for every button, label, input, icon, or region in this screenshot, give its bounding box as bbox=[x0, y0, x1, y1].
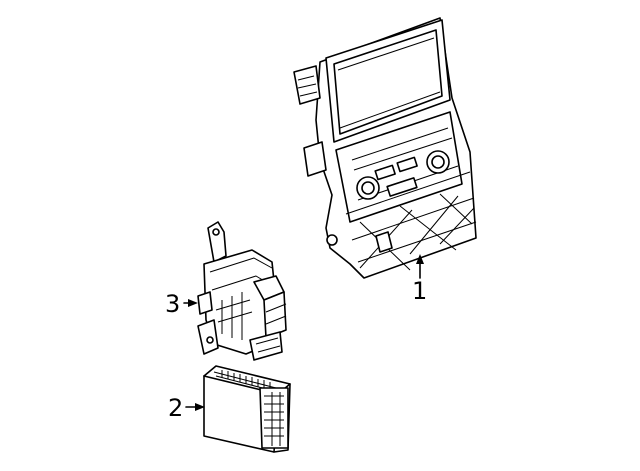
callout-2-label: 2 bbox=[168, 394, 183, 422]
callout-1-label: 1 bbox=[412, 277, 427, 305]
callout-3: 3 bbox=[165, 290, 198, 318]
callout-2: 2 bbox=[168, 394, 205, 422]
fuse-relay-block-assembly bbox=[197, 221, 287, 361]
callout-1-arrowhead bbox=[416, 254, 424, 264]
callout-2-arrowhead bbox=[195, 403, 205, 411]
callout-1: 1 bbox=[412, 254, 427, 305]
display-control-panel-assembly bbox=[293, 17, 477, 279]
electronic-control-module bbox=[203, 365, 291, 453]
callout-3-arrowhead bbox=[188, 299, 198, 307]
callout-3-label: 3 bbox=[165, 290, 180, 318]
